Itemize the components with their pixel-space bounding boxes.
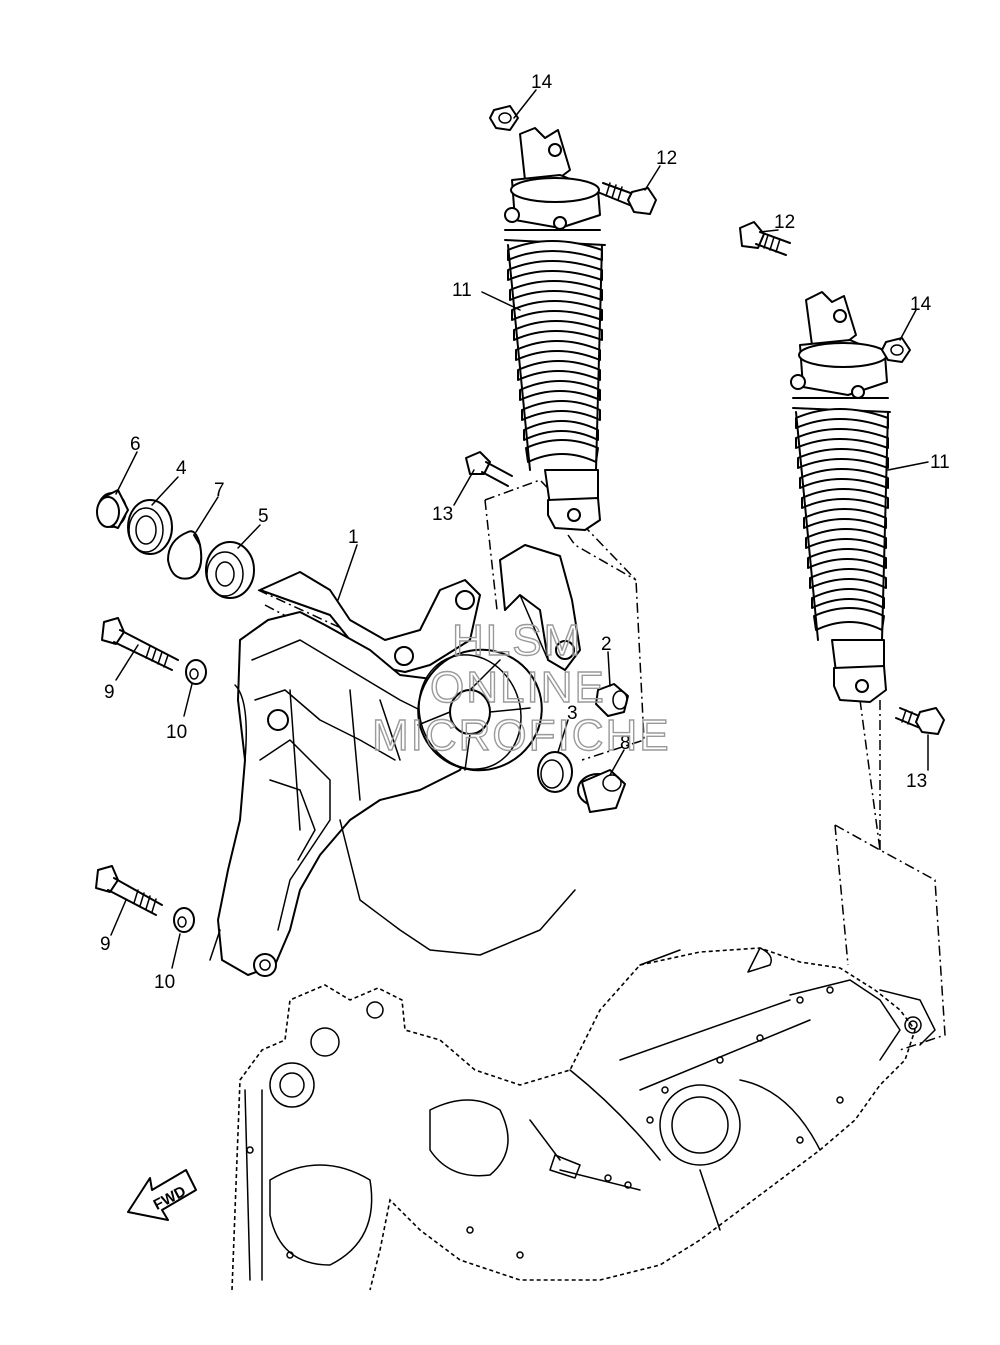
bolt-9-upper [101, 617, 179, 671]
callout-14-right: 14 [910, 294, 932, 315]
washer-10-upper [185, 659, 207, 685]
callout-4: 4 [176, 458, 187, 479]
bolt-12-right [739, 221, 791, 256]
callout-10-lower: 10 [154, 972, 175, 993]
nut-14-left [489, 105, 519, 131]
oil-seal-3 [537, 751, 573, 793]
watermark: HLSM ONLINE MICROFICHE [371, 615, 671, 760]
collar-6 [96, 489, 129, 529]
bolt-9-lower [95, 865, 163, 916]
shock-absorber-left [504, 127, 606, 531]
nut-14-right [881, 337, 911, 363]
callout-1: 1 [348, 527, 359, 548]
callout-12-right: 12 [774, 212, 795, 233]
callout-10-upper: 10 [166, 722, 187, 743]
shock-absorber-right [790, 291, 891, 703]
circlip-7 [167, 530, 203, 580]
callout-5: 5 [258, 506, 269, 527]
watermark-line-1: HLSM [452, 616, 582, 665]
fwd-arrow-icon: FWD [127, 1169, 197, 1221]
callout-13-left: 13 [432, 504, 453, 525]
collar-2 [595, 683, 629, 717]
rear-arm-bracket [209, 544, 581, 977]
washer-10-lower [173, 907, 195, 933]
callout-9-upper: 9 [104, 682, 115, 703]
callout-11-left: 11 [452, 280, 472, 301]
spring-coils-right [795, 408, 889, 631]
callout-3: 3 [567, 703, 578, 724]
bearing-5 [205, 541, 255, 599]
callout-2: 2 [601, 634, 612, 655]
callout-11-right: 11 [930, 452, 950, 473]
bushing-8 [577, 769, 626, 813]
leader-lines [110, 89, 929, 969]
callout-7: 7 [214, 480, 225, 501]
bolt-13-left [465, 451, 513, 487]
bolt-13-right [895, 707, 945, 735]
callout-12-top: 12 [656, 148, 677, 169]
watermark-line-3: MICROFICHE [372, 711, 671, 760]
callout-13-right: 13 [906, 771, 927, 792]
callout-6: 6 [130, 434, 141, 455]
callout-labels: 14 12 12 14 11 11 13 13 1 6 4 7 5 9 10 9… [100, 72, 950, 993]
oil-seal-4 [127, 499, 173, 555]
watermark-line-2: ONLINE [430, 663, 606, 712]
engine-crankcase [231, 947, 936, 1291]
spring-coils-left [507, 240, 603, 463]
bolt-12-left [599, 182, 657, 215]
callout-8: 8 [620, 733, 631, 754]
callout-14-top: 14 [531, 72, 553, 93]
callout-9-lower: 9 [100, 934, 111, 955]
